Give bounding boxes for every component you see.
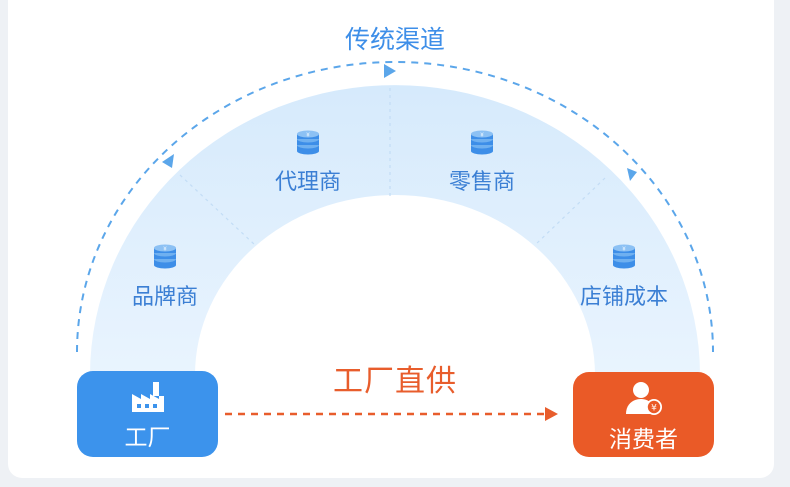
arc-arrow-top xyxy=(384,64,396,78)
arch-divider xyxy=(534,177,606,246)
consumer-label: 消费者 xyxy=(609,427,678,453)
svg-text:¥: ¥ xyxy=(480,133,484,139)
node-label-brand: 品牌商 xyxy=(131,285,199,310)
arch-divider xyxy=(179,174,256,246)
factory-label: 工厂 xyxy=(124,425,171,451)
factory-icon xyxy=(131,382,164,412)
direct-supply-label: 工厂直供 xyxy=(333,364,457,399)
coin-stack-icon: ¥ xyxy=(613,244,635,269)
factory-node: 工厂 xyxy=(77,371,218,457)
svg-text:¥: ¥ xyxy=(622,247,626,253)
svg-text:¥: ¥ xyxy=(651,404,657,414)
svg-text:¥: ¥ xyxy=(163,247,167,253)
node-label-agent: 代理商 xyxy=(274,170,342,195)
traditional-channel-arc xyxy=(76,61,714,353)
arc-arrow-right xyxy=(627,168,637,181)
consumer-node: ¥ 消费者 xyxy=(573,372,714,457)
node-label-retailer: 零售商 xyxy=(448,170,516,195)
coin-stack-icon: ¥ xyxy=(297,130,319,155)
svg-text:¥: ¥ xyxy=(306,133,310,139)
coin-stack-icon: ¥ xyxy=(154,244,176,269)
user-yen-icon: ¥ xyxy=(625,382,662,415)
coin-stack-icon: ¥ xyxy=(471,130,493,155)
traditional-channel-title: 传统渠道 xyxy=(344,25,446,54)
arc-arrow-left xyxy=(162,154,174,168)
node-label-store-cost: 店铺成本 xyxy=(579,285,669,310)
arch-band xyxy=(90,85,700,375)
direct-supply-arrowhead xyxy=(545,407,558,421)
